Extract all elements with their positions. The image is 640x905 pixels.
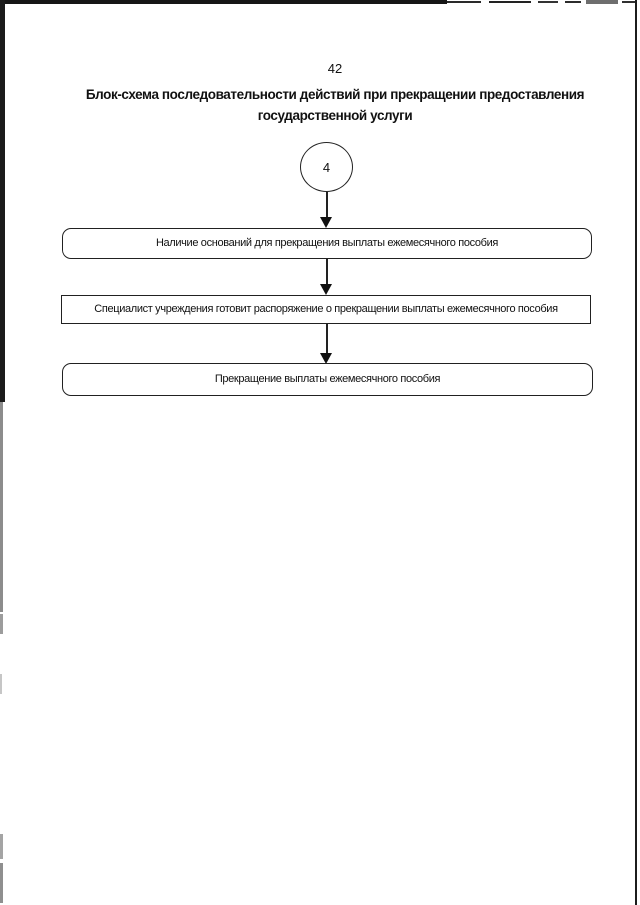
scan-left-edge-dash [0, 834, 3, 859]
scan-top-edge-dash [447, 1, 481, 3]
page-number: 42 [327, 61, 343, 76]
flow-node-grounds-for-termination: Наличие оснований для прекращения выплат… [62, 228, 592, 259]
arrow-down-icon [320, 284, 332, 295]
scan-left-edge-line [0, 402, 3, 612]
scan-top-edge-dash [538, 1, 558, 3]
scan-left-edge-dash [0, 674, 2, 694]
page-title: Блок-схема последовательности действий п… [35, 84, 635, 126]
scan-top-edge-dash [565, 1, 581, 3]
connector-number: 4 [322, 159, 331, 175]
flow-node-specialist-prepares-order: Специалист учреждения готовит распоряжен… [61, 295, 591, 324]
flow-node-label: Специалист учреждения готовит распоряжен… [94, 303, 558, 315]
flow-node-label: Наличие оснований для прекращения выплат… [155, 237, 499, 249]
scan-top-edge-line [0, 0, 447, 4]
page-title-line-1: Блок-схема последовательности действий п… [85, 87, 585, 102]
flow-node-label: Прекращение выплаты ежемесячного пособия [214, 373, 441, 385]
scan-left-edge-dash [0, 614, 3, 634]
scan-top-edge-dash [622, 1, 635, 3]
arrow-stem [326, 192, 328, 218]
arrow-stem [326, 259, 328, 284]
arrow-down-icon [320, 353, 332, 364]
flow-node-payment-termination: Прекращение выплаты ежемесячного пособия [62, 363, 593, 396]
arrow-down-icon [320, 217, 332, 228]
scan-top-edge-dash [489, 1, 531, 3]
scan-left-edge-dash [0, 863, 3, 903]
scan-left-edge-line [0, 0, 5, 402]
arrow-stem [326, 324, 328, 353]
flowchart-connector-circle: 4 [300, 142, 353, 192]
scan-top-edge-dash [586, 0, 618, 4]
page-title-line-2: государственной услуги [257, 108, 413, 123]
scan-right-edge-line [635, 0, 637, 905]
